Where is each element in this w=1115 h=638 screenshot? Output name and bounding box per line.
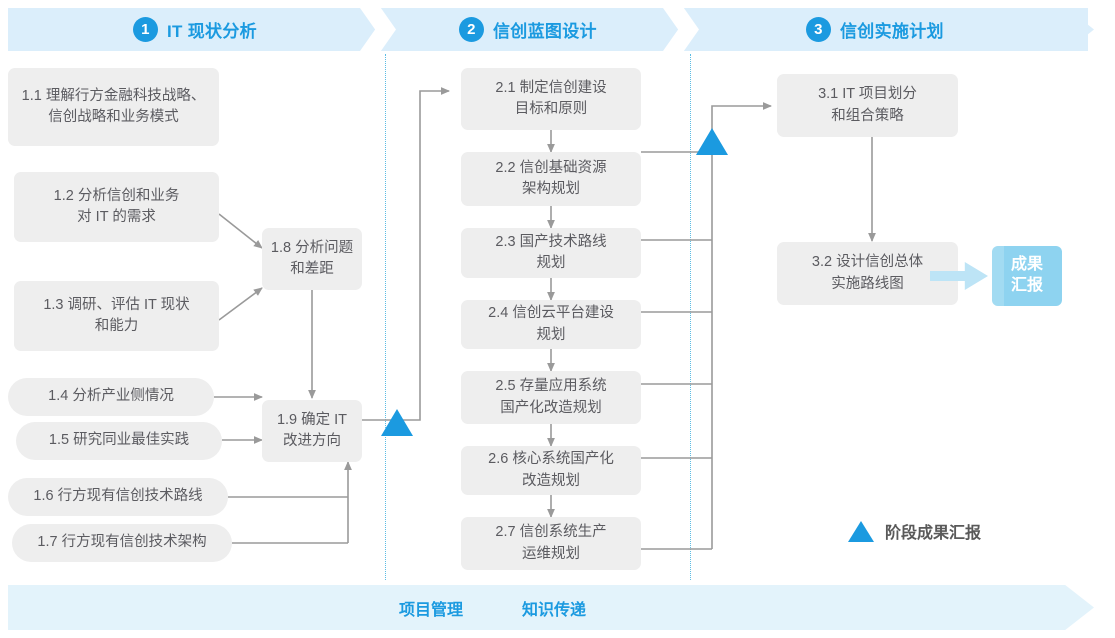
phase-number-badge-2: 2 [459, 17, 484, 42]
bottom-lane-label-1: 项目管理 [399, 601, 464, 619]
phase-band-1 [8, 8, 393, 51]
task-box-1-7[interactable]: 1.7 行方现有信创技术架构 [12, 524, 232, 562]
phase-band-3 [696, 8, 1088, 51]
legend: 阶段成果汇报 [848, 519, 981, 543]
phase-number-badge-3: 3 [806, 17, 831, 42]
task-box-2-2[interactable]: 2.2 信创基础资源 架构规划 [461, 152, 641, 206]
task-box-1-2[interactable]: 1.2 分析信创和业务 对 IT 的需求 [14, 172, 219, 242]
task-box-1-9[interactable]: 1.9 确定 IT 改进方向 [262, 400, 362, 462]
task-box-3-2[interactable]: 3.2 设计信创总体 实施路线图 [777, 242, 958, 305]
task-box-1-5[interactable]: 1.5 研究同业最佳实践 [16, 422, 222, 460]
task-box-1-8[interactable]: 1.8 分析问题 和差距 [262, 228, 362, 290]
task-box-2-5[interactable]: 2.5 存量应用系统 国产化改造规划 [461, 371, 641, 424]
triangle-icon [848, 520, 874, 542]
phase-title-1: 1 IT 现状分析 [133, 8, 257, 51]
phase-band-2 [393, 8, 696, 51]
milestone-triangle-phase1 [381, 409, 413, 436]
phase-number-badge-1: 1 [133, 17, 158, 42]
legend-label: 阶段成果汇报 [885, 525, 982, 542]
task-box-2-7[interactable]: 2.7 信创系统生产 运维规划 [461, 517, 641, 570]
task-box-2-3[interactable]: 2.3 国产技术路线 规划 [461, 228, 641, 278]
task-box-1-1[interactable]: 1.1 理解行方金融科技战略、 信创战略和业务模式 [8, 68, 219, 146]
task-box-2-6[interactable]: 2.6 核心系统国产化 改造规划 [461, 446, 641, 495]
task-box-2-1[interactable]: 2.1 制定信创建设 目标和原则 [461, 68, 641, 130]
bottom-lane-label-2: 知识传递 [522, 601, 587, 619]
phase-divider-2 [690, 54, 691, 580]
phase-title-label-2: 信创蓝图设计 [493, 22, 597, 41]
outcome-box[interactable]: 成果 汇报 [992, 246, 1062, 306]
task-box-2-4[interactable]: 2.4 信创云平台建设 规划 [461, 300, 641, 349]
task-box-1-4[interactable]: 1.4 分析产业侧情况 [8, 378, 214, 416]
phase-title-2: 2 信创蓝图设计 [459, 8, 597, 51]
task-box-1-3[interactable]: 1.3 调研、评估 IT 现状 和能力 [14, 281, 219, 351]
bottom-band-arrow-tip [1058, 585, 1094, 630]
phase-divider-1 [385, 54, 386, 580]
task-box-3-1[interactable]: 3.1 IT 项目划分 和组合策略 [777, 74, 958, 137]
phase-title-label-1: IT 现状分析 [167, 22, 257, 41]
phase-title-3: 3 信创实施计划 [806, 8, 944, 51]
task-box-1-6[interactable]: 1.6 行方现有信创技术路线 [8, 478, 228, 516]
phase-title-label-3: 信创实施计划 [840, 22, 944, 41]
milestone-triangle-phase2 [696, 128, 728, 155]
bottom-band [8, 585, 1058, 630]
